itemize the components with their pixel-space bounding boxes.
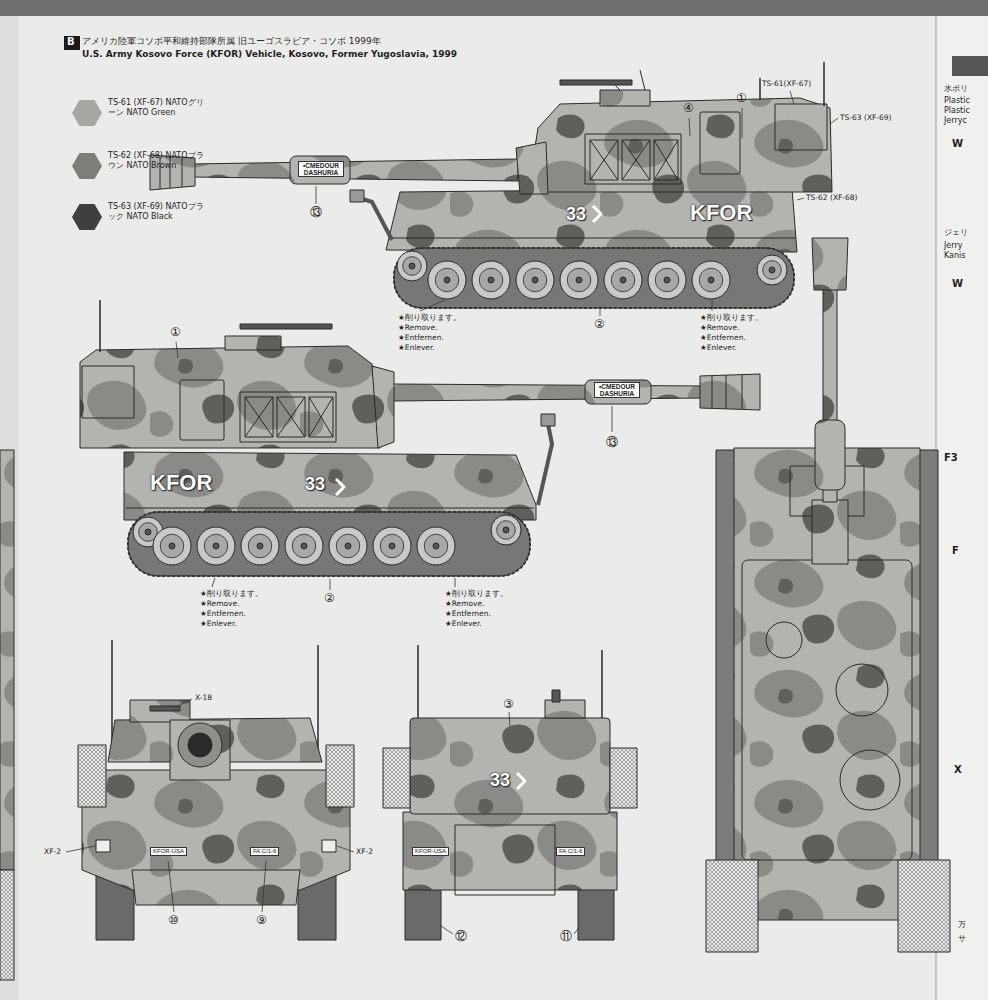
vehicle-marking: 33 (305, 474, 325, 495)
callout-number: ⑪ (560, 930, 572, 944)
paint-name: TS-62 (XF-68) NATOブラウン NATO Brown (108, 151, 204, 170)
page-fragment: Jerryc (944, 116, 967, 125)
road-wheel (197, 527, 235, 565)
paint-swatch (72, 204, 102, 230)
vehicle-marking: KFOR (690, 200, 752, 225)
page-fragment: Kanis (944, 251, 965, 260)
license-plate: FA C/1-6 (556, 847, 585, 856)
front-view (78, 640, 354, 940)
road-wheel (241, 527, 279, 565)
paint-code: TS-63 (XF-69) (840, 114, 892, 123)
callout-number: ③ (503, 698, 514, 712)
road-wheel (560, 261, 598, 299)
page-fragment: サ (958, 934, 966, 943)
vehicle-marking: 33 (490, 770, 510, 791)
road-wheel (604, 261, 642, 299)
removal-note: ★Enlever. (445, 620, 482, 629)
page-fragment: W (952, 278, 963, 290)
road-wheel (428, 261, 466, 299)
section-letter: B (64, 36, 80, 48)
page-fragment: 水ポリ (944, 84, 968, 93)
road-wheel (648, 261, 686, 299)
callout-number: ① (170, 326, 181, 340)
leader-lines (66, 91, 838, 934)
road-wheel (329, 527, 367, 565)
road-wheel (757, 255, 787, 285)
removal-note: ★Entfernen. (200, 610, 246, 619)
license-plate: FA C/1-6 (250, 847, 279, 856)
paint-swatch (72, 100, 102, 126)
side-view-right (150, 62, 832, 308)
barrel-marking: •CMEDOUR DASHURIA (594, 382, 640, 398)
callout-number: ② (324, 592, 335, 606)
callout-number: ⑫ (455, 930, 467, 944)
paint-code: TS-62 (XF-68) (806, 194, 858, 203)
removal-note: ★Entfernen. (445, 610, 491, 619)
road-wheel (285, 527, 323, 565)
section-letter-box: B (64, 36, 80, 50)
page-fragment: X (954, 764, 962, 776)
page-fragment: F (952, 545, 959, 557)
vehicle-marking: 33 (566, 204, 586, 225)
removal-note: ★Enlever. (398, 344, 435, 353)
top-view (706, 238, 950, 952)
removal-note: ★Entfernen. (398, 334, 444, 343)
removal-note: ★削り取ります。 (200, 590, 263, 599)
callout-number: ① (736, 92, 747, 106)
removal-note: ★Entfernen. (700, 334, 746, 343)
paint-name: TS-63 (XF-69) NATOブラック NATO Black (108, 202, 204, 221)
road-wheel (153, 527, 191, 565)
road-wheel (692, 261, 730, 299)
road-wheel (472, 261, 510, 299)
page-fragment: Plastic (944, 106, 970, 115)
callout-number: ⑬ (310, 206, 322, 220)
callout-number: ⑨ (256, 914, 267, 928)
road-wheel (373, 527, 411, 565)
paint-code: TS-61(XF-67) (762, 80, 811, 89)
removal-note: ★Remove. (700, 324, 740, 333)
subtitle: U.S. Army Kosovo Force (KFOR) Vehicle, K… (82, 49, 457, 59)
removal-note: ★削り取ります。 (398, 314, 461, 323)
page-fragment: Plastic (944, 96, 970, 105)
road-wheel (516, 261, 554, 299)
road-wheel (417, 527, 455, 565)
page-fragment: W (952, 138, 963, 150)
road-wheel (491, 515, 521, 545)
paint-name: TS-61 (XF-67) NATOグリーン NATO Green (108, 98, 204, 117)
page-fragment: F3 (944, 452, 958, 464)
removal-note: ★削り取ります。 (445, 590, 508, 599)
page-fragment: 万 (958, 920, 966, 929)
callout-number: ④ (683, 102, 694, 116)
callout-number: ② (594, 318, 605, 332)
barrel-marking: •CMEDOUR DASHURIA (298, 161, 344, 177)
side-view-left (80, 300, 760, 576)
removal-note: ★削り取ります。 (700, 314, 763, 323)
removal-note: ★Enlever. (200, 620, 237, 629)
removal-note: ★Remove. (200, 600, 240, 609)
removal-note: ★Enlever. (700, 344, 737, 353)
paint-code: XF-2 (44, 848, 61, 857)
paint-code: XF-2 (356, 848, 373, 857)
license-plate: KFOR-USA (150, 847, 187, 856)
page-fragment: Jerry (944, 241, 962, 250)
callout-number: ⑩ (168, 914, 179, 928)
license-plate: KFOR-USA (412, 847, 449, 856)
paint-code: X-18 (195, 694, 212, 703)
removal-note: ★Remove. (398, 324, 438, 333)
road-wheel (397, 251, 427, 281)
removal-note: ★Remove. (445, 600, 485, 609)
callout-number: ⑬ (606, 436, 618, 450)
rear-view (383, 645, 637, 940)
paint-swatch (72, 153, 102, 179)
vehicle-marking: KFOR (150, 470, 212, 495)
sheet-title: アメリカ陸軍コソボ平和維持部隊所属 旧ユーゴスラビア・コソボ 1999年 (82, 36, 381, 46)
page-fragment: ジェリ (944, 228, 968, 237)
